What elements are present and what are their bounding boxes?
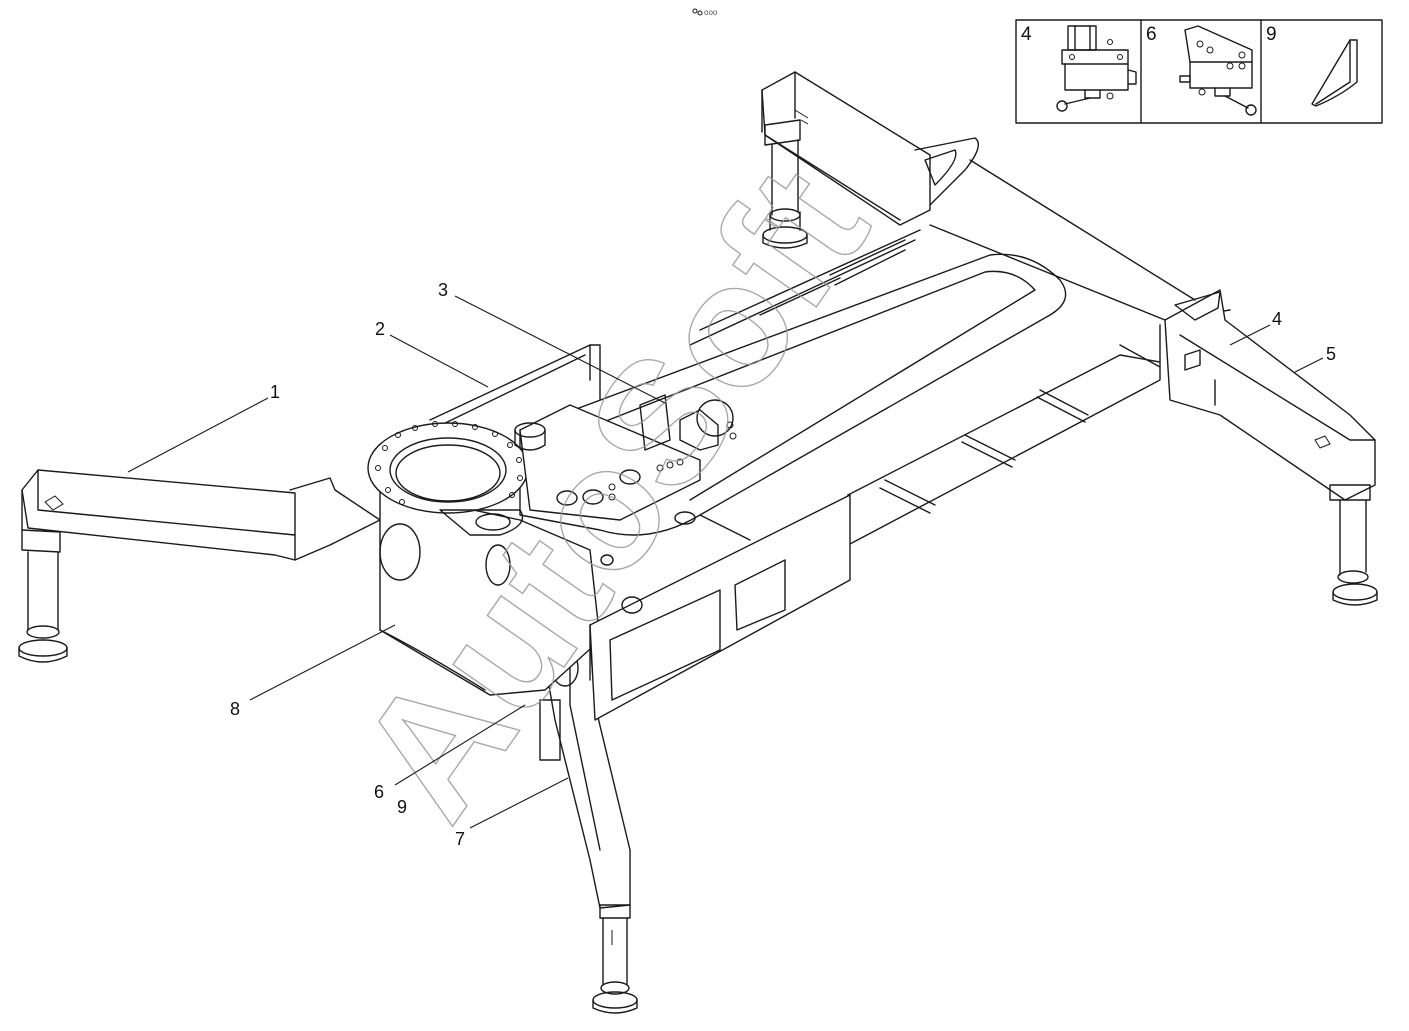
inset-part-6-plate [1179,25,1257,116]
inset-label-6: 6 [1146,24,1157,45]
side-storage-box [589,494,851,721]
turret-housing [367,421,601,696]
front-jack-leg [592,904,638,1014]
right-jack-leg [1329,484,1378,606]
callout-2: 2 [375,319,385,339]
callout-9: 9 [397,797,407,817]
callout-7: 7 [455,829,465,849]
leader-lines [127,295,1324,829]
callout-8: 8 [230,699,240,719]
inset-part-9-gusset [1311,39,1358,107]
callout-1: 1 [270,382,280,402]
callout-6: 6 [374,782,384,802]
center-boom-channel [519,253,1067,541]
inset-part-4-bracket [1056,25,1137,112]
inset-label-9: 9 [1266,24,1277,45]
svg-text:ooo: ooo [704,8,718,17]
right-outrigger-beam [1164,289,1376,501]
left-jack-leg [18,529,68,663]
callout-3: 3 [438,280,448,300]
top-deck-plate [514,404,701,521]
left-outrigger-beam [21,469,381,561]
callout-4: 4 [1272,309,1282,329]
hinge-bracket [639,394,737,451]
header-glyph: ooo [692,8,718,17]
callout-labels: 1 2 3 4 5 6 7 8 9 [230,280,1336,849]
turret-bolt-ring [375,421,523,505]
rear-jack-leg [762,119,808,249]
inset-panel: 4 6 9 [1015,19,1383,124]
inset-label-4: 4 [1021,24,1032,45]
callout-5: 5 [1326,344,1336,364]
chassis-frame [429,159,1231,546]
